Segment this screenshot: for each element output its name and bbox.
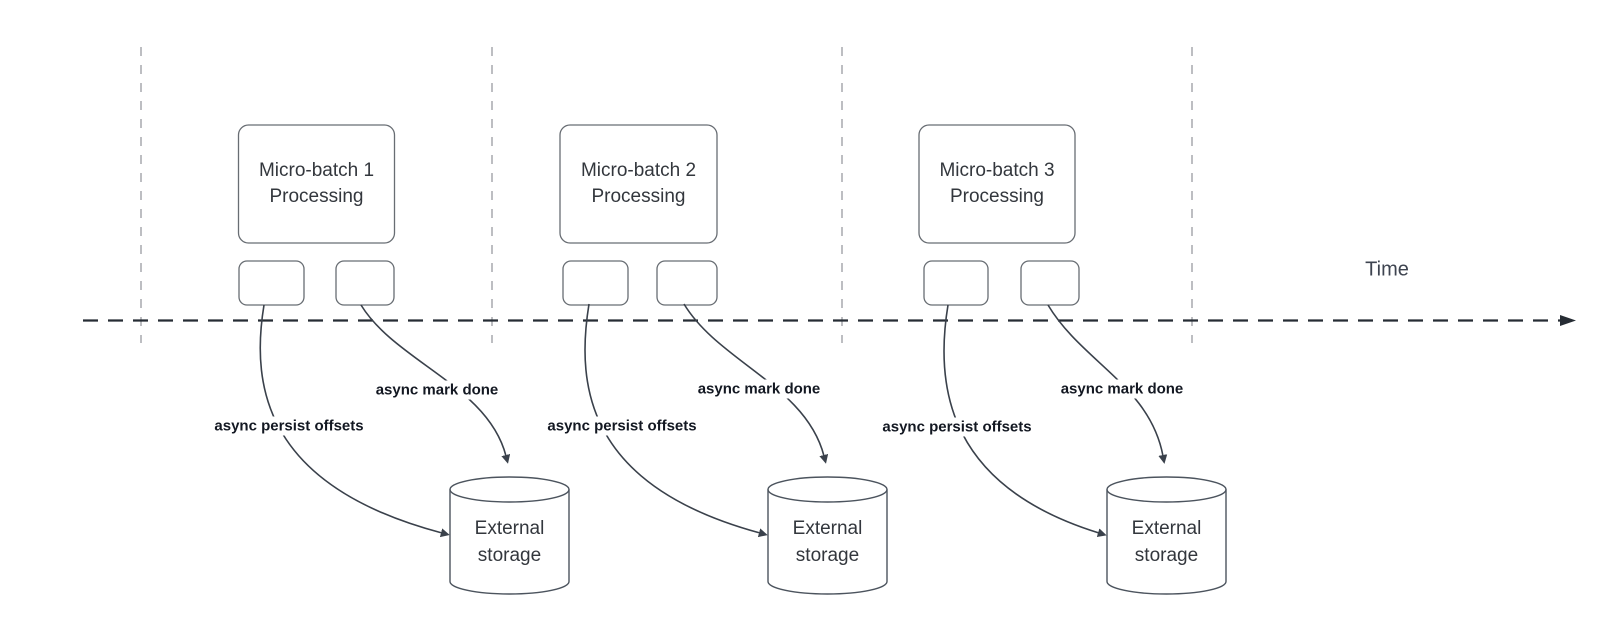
async-mark-done-arrow-2 <box>683 303 829 464</box>
micro-batch-2-box-label: Micro-batch 2 Processing <box>581 158 696 210</box>
async-mark-done-arrow-3 <box>1047 304 1168 464</box>
micro-batch-2-title-line2: Processing <box>591 186 686 207</box>
async-mark-done-label-3: async mark done <box>1056 379 1188 399</box>
micro-batch-1-title-line2: Processing <box>269 186 364 207</box>
external-storage-1-line2: storage <box>477 545 542 566</box>
external-storage-2-line2: storage <box>795 545 860 566</box>
small-box-1-right <box>335 260 395 306</box>
micro-batch-3-box-label: Micro-batch 3 Processing <box>939 158 1054 210</box>
micro-batch-3-title-line2: Processing <box>949 186 1044 207</box>
async-persist-offsets-label-2: async persist offsets <box>543 416 701 436</box>
micro-batch-3-box <box>918 124 1076 244</box>
async-mark-done-arrow-1 <box>360 304 511 464</box>
time-axis-label: Time <box>1365 258 1409 281</box>
micro-batch-3-title-line1: Micro-batch 3 <box>939 160 1055 181</box>
small-box-3-right <box>1020 260 1080 306</box>
external-storage-label-3: External storage <box>1132 515 1202 569</box>
small-box-2-left <box>562 260 629 306</box>
micro-batch-2-title-line1: Micro-batch 2 <box>580 160 697 181</box>
micro-batch-1-box <box>237 124 396 244</box>
micro-batch-1-title-line1: Micro-batch 1 <box>258 160 375 181</box>
micro-batch-1-box-label: Micro-batch 1 Processing <box>259 158 374 210</box>
small-box-3-left <box>923 260 989 306</box>
async-persist-offsets-label-3: async persist offsets <box>878 417 1036 437</box>
micro-batch-2-box <box>559 124 718 244</box>
small-box-1-left <box>238 260 305 306</box>
external-storage-cylinder-1 <box>449 476 570 595</box>
external-storage-2-line1: External <box>792 518 863 539</box>
external-storage-3-line2: storage <box>1134 545 1199 566</box>
async-mark-done-label-1: async mark done <box>371 380 503 400</box>
external-storage-3-line1: External <box>1131 518 1202 539</box>
async-mark-done-label-2: async mark done <box>693 379 825 399</box>
external-storage-label-1: External storage <box>475 515 545 569</box>
external-storage-1-line1: External <box>474 518 545 539</box>
external-storage-cylinder-3 <box>1106 476 1227 595</box>
small-box-2-right <box>656 260 718 306</box>
external-storage-label-2: External storage <box>793 515 863 569</box>
async-persist-offsets-label-1: async persist offsets <box>210 416 368 436</box>
external-storage-cylinder-2 <box>767 476 888 595</box>
